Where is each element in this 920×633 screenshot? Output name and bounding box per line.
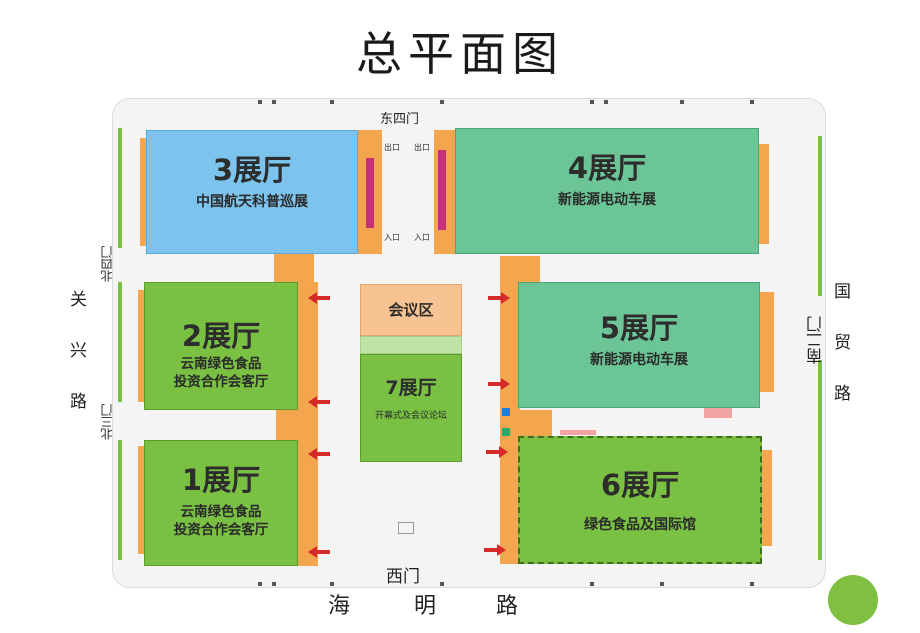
hall-4-side-strip <box>759 144 769 244</box>
perimeter-strip <box>118 440 122 560</box>
hall-3[interactable]: 3展厅 中国航天科普巡展 <box>146 130 358 254</box>
entry-arrow <box>308 448 330 460</box>
hall-1-name: 1展厅 <box>181 463 261 497</box>
hall-1[interactable]: 1展厅 云南绿色食品 投资合作会客厅 <box>144 440 298 566</box>
hall-6-side-strip <box>762 450 772 546</box>
hall-2-name: 2展厅 <box>181 319 261 353</box>
green-circle <box>828 575 878 625</box>
hall-2-side-strip <box>138 290 146 402</box>
hall-2-exhibit-line2: 投资合作会客厅 <box>173 374 269 390</box>
perimeter-strip <box>818 360 822 560</box>
marker-box <box>398 522 414 534</box>
connector <box>274 254 314 284</box>
connector <box>500 256 540 282</box>
perimeter-strip <box>118 128 122 248</box>
left-corridor <box>296 282 318 566</box>
pink-block <box>560 430 596 435</box>
meeting-strip <box>360 336 462 354</box>
road-guanxing: 关兴路 <box>66 290 86 443</box>
hall-5-name: 5展厅 <box>599 311 679 345</box>
gate-north-four: 北四门 <box>100 246 114 282</box>
entry-arrow <box>488 292 510 304</box>
road-haiming-1: 海 <box>328 594 351 619</box>
hall-3-exhibit: 中国航天科普巡展 <box>196 194 308 210</box>
right-corridor <box>500 280 520 564</box>
entry-arrow <box>308 396 330 408</box>
gate-south-two: 南二门 <box>806 316 825 364</box>
hall-5[interactable]: 5展厅 新能源电动车展 <box>518 282 760 408</box>
hall-2[interactable]: 2展厅 云南绿色食品 投资合作会客厅 <box>144 282 298 410</box>
hall-3-name: 3展厅 <box>212 153 292 187</box>
hall-1-exhibit-line2: 投资合作会客厅 <box>173 522 269 538</box>
entry-arrow <box>484 544 506 556</box>
pink-block <box>704 408 732 418</box>
hall-7-exhibit: 开幕式及会议论坛 <box>374 411 447 421</box>
page-title: 总平面图 <box>356 27 564 81</box>
hall-4-exhibit: 新能源电动车展 <box>558 192 656 208</box>
hall-2-exhibit-line1: 云南绿色食品 <box>180 356 262 372</box>
entry-arrow <box>486 446 508 458</box>
gate-west: 西门 <box>386 567 420 587</box>
hall-3-side-strip <box>140 138 148 246</box>
perimeter-strip <box>818 136 822 296</box>
meeting-area[interactable]: 会议区 <box>360 284 462 336</box>
hall-1-side-strip <box>138 446 146 554</box>
entry-arrow <box>308 292 330 304</box>
hall-7-name: 7展厅 <box>385 377 437 399</box>
entry-arrow <box>308 546 330 558</box>
hall-5-exhibit: 新能源电动车展 <box>590 352 688 368</box>
hall-7[interactable]: 7展厅 开幕式及会议论坛 <box>360 354 462 462</box>
hall-4[interactable]: 4展厅 新能源电动车展 <box>455 128 759 254</box>
hall-6-name: 6展厅 <box>600 468 680 502</box>
road-guomao: 国贸路 <box>830 282 850 435</box>
connector <box>518 410 552 436</box>
meeting-area-label: 会议区 <box>388 301 434 319</box>
perimeter-strip <box>118 282 122 402</box>
road-haiming-2: 明 <box>414 594 437 619</box>
gate-north-three: 北三门 <box>100 404 114 440</box>
hall-5-side-strip <box>760 292 774 392</box>
entry-arrow <box>488 378 510 390</box>
hall-4-name: 4展厅 <box>567 151 647 185</box>
road-haiming-3: 路 <box>496 594 519 619</box>
hall-6-exhibit: 绿色食品及国际馆 <box>584 517 696 533</box>
gate-east-four: 东四门 <box>380 112 420 127</box>
hall-1-exhibit-line1: 云南绿色食品 <box>180 504 262 520</box>
hall-6[interactable]: 6展厅 绿色食品及国际馆 <box>518 436 762 564</box>
